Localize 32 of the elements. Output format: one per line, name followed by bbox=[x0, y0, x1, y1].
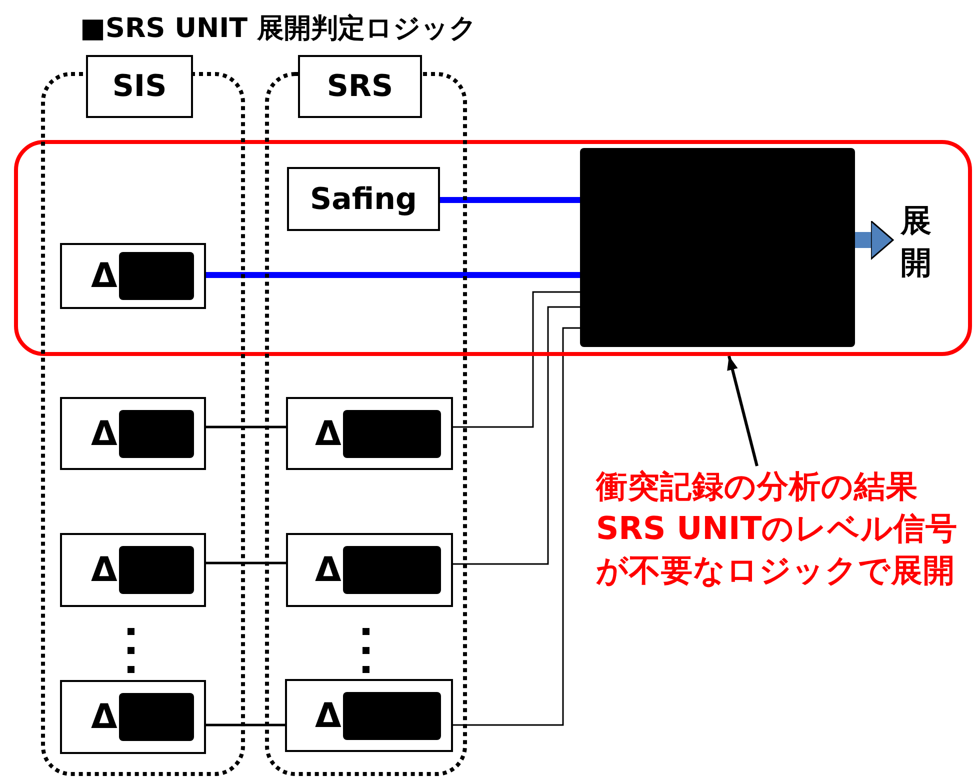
redacted-box bbox=[580, 148, 855, 347]
connector-line bbox=[206, 272, 580, 278]
highlight-frame bbox=[14, 140, 972, 356]
sensor-box bbox=[286, 397, 453, 470]
delta-symbol: Δ bbox=[91, 700, 118, 734]
sensor-box bbox=[60, 680, 206, 754]
connector-line bbox=[206, 426, 286, 428]
sensor-box bbox=[60, 533, 206, 607]
block-arrow bbox=[855, 220, 894, 260]
connector-line bbox=[440, 197, 580, 203]
delta-symbol: Δ bbox=[315, 416, 342, 450]
arrow bbox=[727, 356, 758, 466]
connector-line bbox=[453, 327, 580, 726]
sensor-box bbox=[60, 243, 206, 309]
delta-symbol: Δ bbox=[91, 553, 118, 587]
connector-line bbox=[206, 724, 285, 726]
output-label: 展開 bbox=[893, 200, 939, 290]
sensor-box bbox=[60, 397, 206, 470]
connector-line bbox=[206, 562, 286, 564]
group-label: SIS bbox=[86, 55, 193, 118]
connector-line bbox=[453, 291, 580, 428]
delta-symbol: Δ bbox=[91, 259, 118, 293]
delta-symbol: Δ bbox=[91, 416, 118, 450]
connector-line bbox=[453, 306, 580, 565]
delta-symbol: Δ bbox=[315, 553, 342, 587]
title: ■SRS UNIT 展開判定ロジック bbox=[80, 12, 477, 46]
delta-symbol: Δ bbox=[315, 698, 342, 732]
annotation-text: 衝突記録の分析の結果SRS UNITのレベル信号が不要なロジックで展開 bbox=[596, 466, 974, 606]
sensor-box bbox=[286, 533, 453, 607]
sensor-box bbox=[285, 679, 453, 752]
safing-box: Safing bbox=[287, 167, 440, 231]
group-label: SRS bbox=[298, 55, 422, 118]
